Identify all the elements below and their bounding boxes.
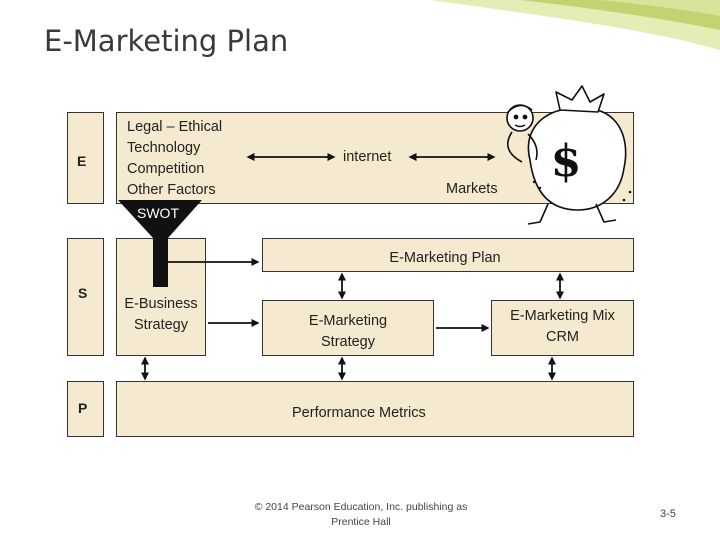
emarketing-plan-label: E-Marketing Plan xyxy=(389,250,501,266)
row-box-p: P xyxy=(67,381,104,437)
money-bag-character-icon: $ xyxy=(506,85,632,225)
markets-label: Markets xyxy=(446,181,498,197)
internet-label: internet xyxy=(343,149,392,165)
factor-legal-ethical: Legal – Ethical xyxy=(127,119,223,135)
ebusiness-strategy-label: E-Business Strategy xyxy=(124,296,198,333)
factor-technology: Technology xyxy=(127,140,201,156)
row-label-e: E xyxy=(77,153,87,169)
copyright-footer: © 2014 Pearson Education, Inc. publishin… xyxy=(254,501,468,528)
page-number: 3-5 xyxy=(660,508,676,520)
swot-label: SWOT xyxy=(137,205,179,221)
performance-metrics-box xyxy=(116,381,634,437)
emarketing-strategy-box xyxy=(262,300,434,356)
factor-competition: Competition xyxy=(127,161,205,177)
row-label-p: P xyxy=(78,400,88,416)
emarketing-plan-bar xyxy=(262,238,634,272)
emarketing-strategy-label: E-Marketing Strategy xyxy=(308,313,388,350)
svg-text:$: $ xyxy=(551,136,582,187)
emarketing-mix-label: E-Marketing Mix CRM xyxy=(510,308,615,345)
factor-other: Other Factors xyxy=(127,182,216,198)
row-box-e: E xyxy=(67,112,104,204)
corner-swoosh-decoration xyxy=(430,0,720,50)
row-label-s: S xyxy=(78,285,88,301)
row-box-s: S xyxy=(67,238,104,356)
environment-factor-list: Legal – Ethical Technology Competition O… xyxy=(127,117,222,201)
funnel-icon xyxy=(118,200,202,287)
slide-title: E-Marketing Plan xyxy=(44,24,289,58)
performance-metrics-label: Performance Metrics xyxy=(292,405,426,421)
emarketing-mix-box xyxy=(491,300,634,356)
